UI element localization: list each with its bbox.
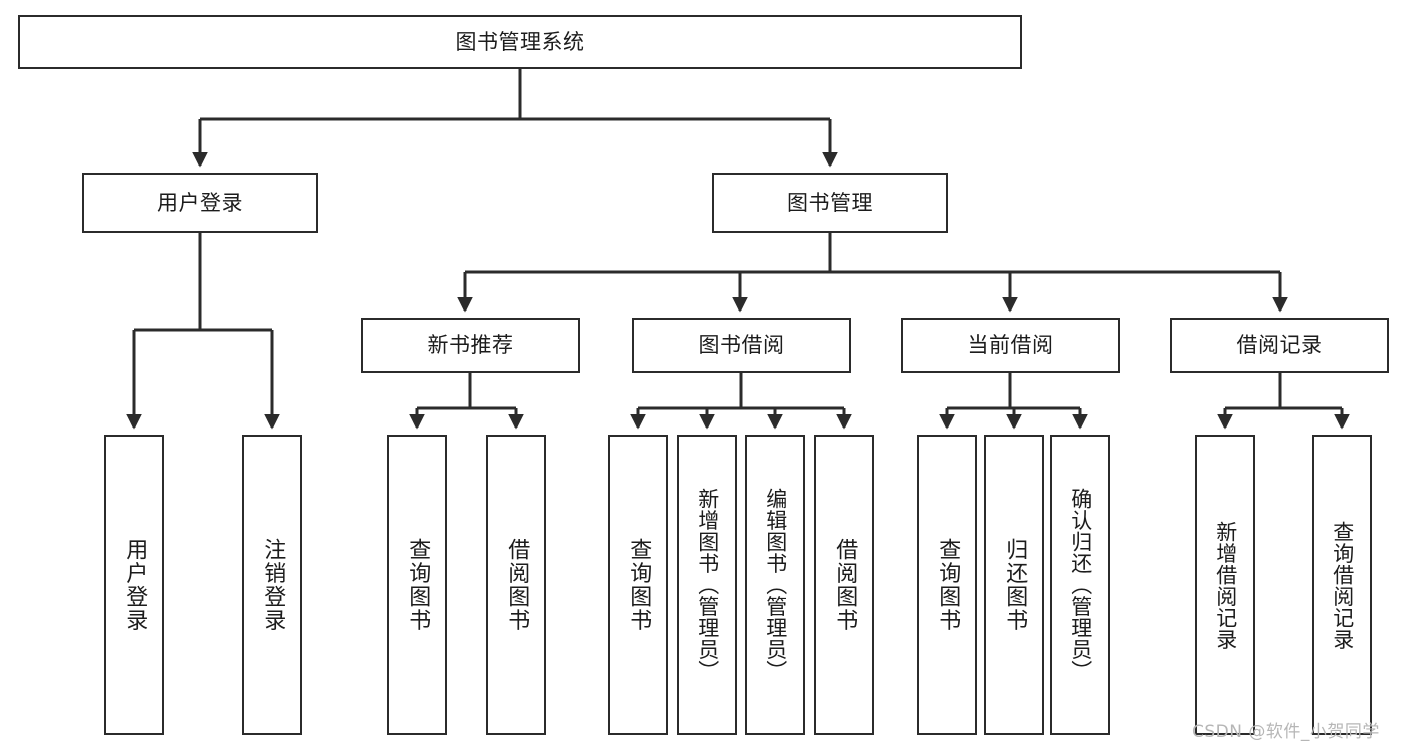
node-leaf-return-book[interactable]: 归还图书 — [984, 435, 1044, 735]
node-leaf-logout-label: 注销登录 — [260, 538, 286, 632]
node-leaf-query-borrow-record-label: 查询借阅记录 — [1330, 520, 1355, 650]
node-leaf-query-book-current[interactable]: 查询图书 — [917, 435, 977, 735]
node-level3-current-borrow[interactable]: 当前借阅 — [901, 318, 1120, 373]
node-leaf-add-borrow-record[interactable]: 新增借阅记录 — [1195, 435, 1255, 735]
node-leaf-query-book-new-label: 查询图书 — [405, 538, 431, 632]
node-root[interactable]: 图书管理系统 — [18, 15, 1022, 69]
node-level3-borrow-records-label: 借阅记录 — [1236, 333, 1323, 358]
node-leaf-return-book-label: 归还图书 — [1002, 538, 1028, 632]
node-leaf-query-borrow-record[interactable]: 查询借阅记录 — [1312, 435, 1372, 735]
node-level3-current-borrow-label: 当前借阅 — [967, 333, 1054, 358]
node-leaf-query-book-borrow[interactable]: 查询图书 — [608, 435, 668, 735]
node-leaf-user-login-label: 用户登录 — [122, 538, 148, 632]
node-level3-new-book-recommend[interactable]: 新书推荐 — [361, 318, 580, 373]
node-leaf-edit-book-admin-label: 编辑图书（管理员） — [763, 488, 788, 682]
node-leaf-confirm-return-admin-label: 确认归还（管理员） — [1068, 488, 1093, 682]
node-level2-user-login[interactable]: 用户登录 — [82, 173, 318, 233]
node-level2-user-login-label: 用户登录 — [157, 190, 243, 215]
node-level3-new-book-recommend-label: 新书推荐 — [427, 333, 514, 358]
csdn-watermark-text: CSDN @软件_小贺同学 — [1192, 722, 1380, 742]
node-level2-book-management-label: 图书管理 — [787, 190, 873, 215]
node-leaf-edit-book-admin[interactable]: 编辑图书（管理员） — [745, 435, 805, 735]
node-leaf-borrow-book-new[interactable]: 借阅图书 — [486, 435, 546, 735]
node-level3-book-borrow-label: 图书借阅 — [698, 333, 785, 358]
csdn-watermark: CSDN @软件_小贺同学 — [1192, 717, 1380, 742]
node-leaf-borrow-book[interactable]: 借阅图书 — [814, 435, 874, 735]
node-leaf-logout[interactable]: 注销登录 — [242, 435, 302, 735]
node-leaf-confirm-return-admin[interactable]: 确认归还（管理员） — [1050, 435, 1110, 735]
node-leaf-user-login[interactable]: 用户登录 — [104, 435, 164, 735]
node-leaf-add-book-admin[interactable]: 新增图书（管理员） — [677, 435, 737, 735]
node-level2-book-management[interactable]: 图书管理 — [712, 173, 948, 233]
node-leaf-add-borrow-record-label: 新增借阅记录 — [1213, 520, 1238, 650]
node-leaf-borrow-book-label: 借阅图书 — [832, 538, 858, 632]
node-leaf-borrow-book-new-label: 借阅图书 — [504, 538, 530, 632]
node-level3-book-borrow[interactable]: 图书借阅 — [632, 318, 851, 373]
node-leaf-add-book-admin-label: 新增图书（管理员） — [695, 488, 720, 682]
node-level3-borrow-records[interactable]: 借阅记录 — [1170, 318, 1389, 373]
node-leaf-query-book-borrow-label: 查询图书 — [626, 538, 652, 632]
node-root-label: 图书管理系统 — [455, 29, 585, 54]
node-leaf-query-book-current-label: 查询图书 — [935, 538, 961, 632]
node-leaf-query-book-new[interactable]: 查询图书 — [387, 435, 447, 735]
